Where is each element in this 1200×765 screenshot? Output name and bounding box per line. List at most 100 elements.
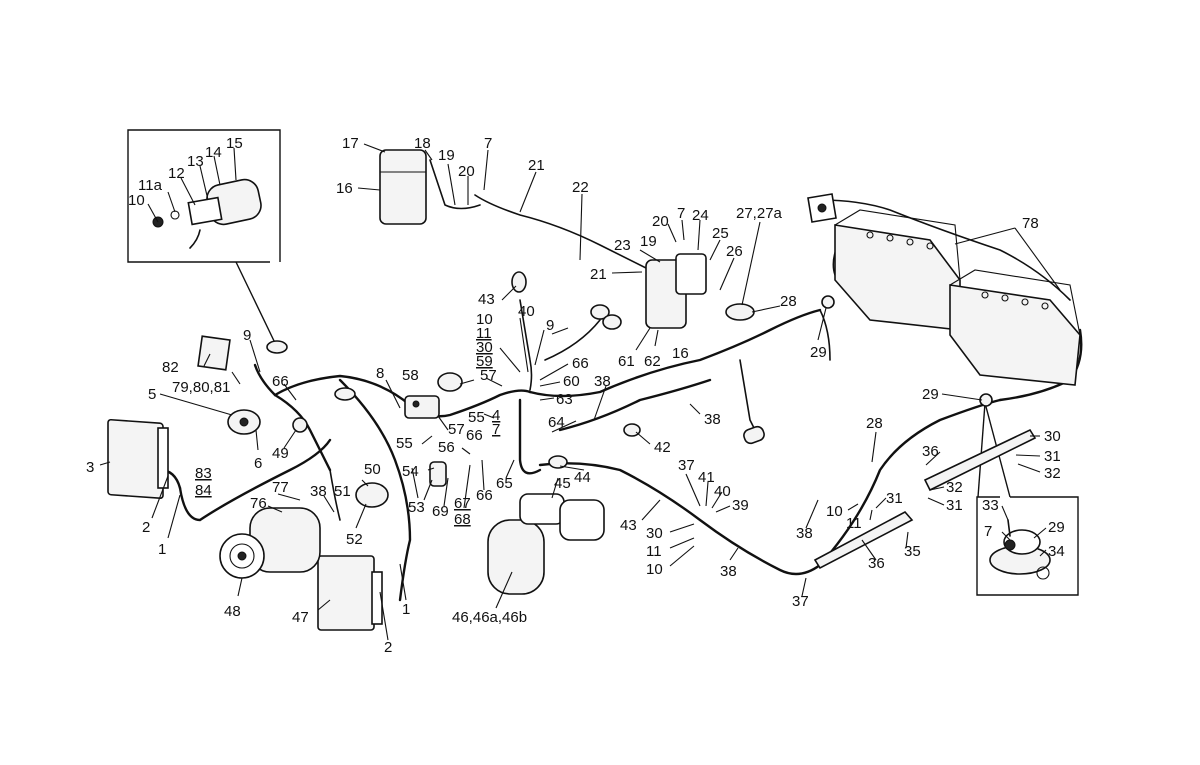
callout-62: 62 [644,353,661,370]
callout-26: 26 [726,243,743,260]
control-box-lower-part [317,555,383,631]
callout-17: 17 [342,135,359,152]
callout-77: 77 [272,479,289,496]
callout-19-right: 19 [640,233,657,250]
callout-9-left: 9 [243,327,251,344]
inset-connector-detail [976,402,1079,596]
callout-18: 18 [414,135,431,152]
callout-24: 24 [692,207,709,224]
callout-55-lower: 55 [396,435,413,452]
callout-68: 68 [454,511,471,528]
battery-clamp-part [807,193,837,223]
connector-base-part [989,519,1051,580]
callout-38-lower: 38 [720,563,737,580]
callout-61: 61 [618,353,635,370]
control-box-left-part [107,418,169,499]
callout-3: 3 [86,459,94,476]
callout-40-lower: 40 [714,483,731,500]
callout-38-mid: 38 [594,373,611,390]
callout-69: 69 [432,503,449,520]
sender-unit-part [429,461,447,487]
callout-9-right: 9 [546,317,554,334]
callout-labels: 10 11a 12 13 14 15 17 16 18 19 20 7 21 2… [86,135,1065,656]
callout-39: 39 [732,497,749,514]
regulator-box-upper-part [379,149,427,225]
callout-37-lower: 37 [792,593,809,610]
callout-32-mid: 32 [946,479,963,496]
callout-20-upper: 20 [458,163,475,180]
temperature-sensor-part [743,425,765,445]
callout-30-lower: 30 [646,525,663,542]
callout-42: 42 [654,439,671,456]
regulator-box-right-part [645,253,707,329]
callout-10-right: 10 [826,503,843,520]
callout-7-upper: 7 [484,135,492,152]
callout-76: 76 [250,495,267,512]
callout-43-upper: 43 [478,291,495,308]
callout-21-right: 21 [590,266,607,283]
callout-31-lower: 31 [886,490,903,507]
callout-53: 53 [408,499,425,516]
callout-28-upper: 28 [780,293,797,310]
callout-12: 12 [168,165,185,182]
callout-11a: 11a [138,177,163,194]
callout-22: 22 [572,179,589,196]
callout-79-80-81: 79,80,81 [172,379,230,396]
callout-11-right: 11 [846,515,862,532]
callout-19-upper: 19 [438,147,455,164]
callout-33: 33 [982,497,999,514]
work-lamp-part [152,178,262,249]
callout-56: 56 [438,439,455,456]
callout-31-right: 31 [1044,448,1061,465]
leader-lines [99,143,1061,641]
callout-40-upper: 40 [518,303,535,320]
callout-6: 6 [254,455,262,472]
relay-part [355,482,389,508]
callout-55-upper: 55 [468,409,485,426]
callout-36-upper: 36 [922,443,939,460]
callout-58: 58 [402,367,419,384]
callout-10-stack: 10 [476,311,493,328]
battery-1-part [834,209,961,331]
callout-46-46a-46b: 46,46a,46b [452,609,527,626]
callout-7-right: 7 [677,205,685,222]
callout-15: 15 [226,135,243,152]
callout-38-left: 38 [310,483,327,500]
callout-30-right: 30 [1044,428,1061,445]
callout-7-inset: 7 [984,523,992,540]
indicator-part [623,423,641,437]
callout-63: 63 [556,391,573,408]
callout-32-right: 32 [1044,465,1061,482]
callout-2-lower: 2 [384,639,392,656]
callout-65: 65 [496,475,513,492]
pressure-switch-part [437,372,463,392]
callout-21-upper: 21 [528,157,545,174]
callout-29-upper: 29 [810,344,827,361]
callout-83: 83 [195,465,212,482]
harness-plug-parts [266,271,993,469]
callout-78: 78 [1022,215,1039,232]
callout-84: 84 [195,482,212,499]
callout-38-bottom-right: 38 [796,525,813,542]
callout-1-lower: 1 [402,601,410,618]
battery-2-part [949,269,1081,386]
wiring-harness [158,159,1083,602]
solenoid-cluster-part [404,395,440,419]
callout-14: 14 [205,144,222,161]
callout-67: 67 [454,495,471,512]
callout-51: 51 [334,483,351,500]
callout-37-upper: 37 [678,457,695,474]
callout-16-right: 16 [672,345,689,362]
callout-29-middle: 29 [922,386,939,403]
callout-30-stack: 30 [476,339,493,356]
callout-54: 54 [402,463,419,480]
callout-49: 49 [272,445,289,462]
callout-82: 82 [162,359,179,376]
callout-60: 60 [563,373,580,390]
gauge-part [725,303,755,321]
callout-35: 35 [904,543,921,560]
callout-50: 50 [364,461,381,478]
callout-13: 13 [187,153,204,170]
callout-48: 48 [224,603,241,620]
